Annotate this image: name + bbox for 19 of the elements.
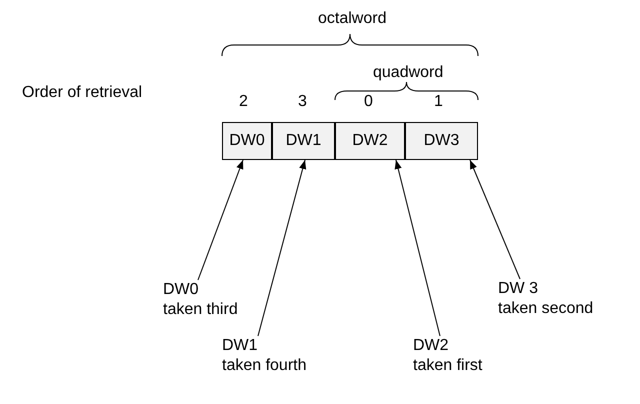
word-cell: DW2: [335, 122, 405, 160]
order-number: 0: [364, 93, 373, 111]
annotation-text: DW0 taken third: [163, 280, 263, 320]
annotation-text: DW1 taken fourth: [222, 336, 322, 376]
arrow: [394, 160, 440, 336]
order-number: 3: [298, 93, 307, 111]
word-cell: DW0: [222, 122, 272, 160]
order-number: 2: [239, 93, 248, 111]
arrow: [258, 160, 306, 336]
annotation-text: DW 3 taken second: [498, 279, 628, 319]
arrow: [198, 160, 244, 280]
word-cell: DW3: [405, 122, 478, 160]
word-cell: DW1: [272, 122, 335, 160]
brace-label: octalword: [318, 10, 386, 28]
brace-label: quadword: [373, 64, 444, 82]
order-number: 1: [434, 93, 443, 111]
annotation-text: DW2 taken first: [413, 336, 513, 376]
arrow: [470, 160, 520, 280]
row-label: Order of retrieval: [22, 84, 142, 102]
